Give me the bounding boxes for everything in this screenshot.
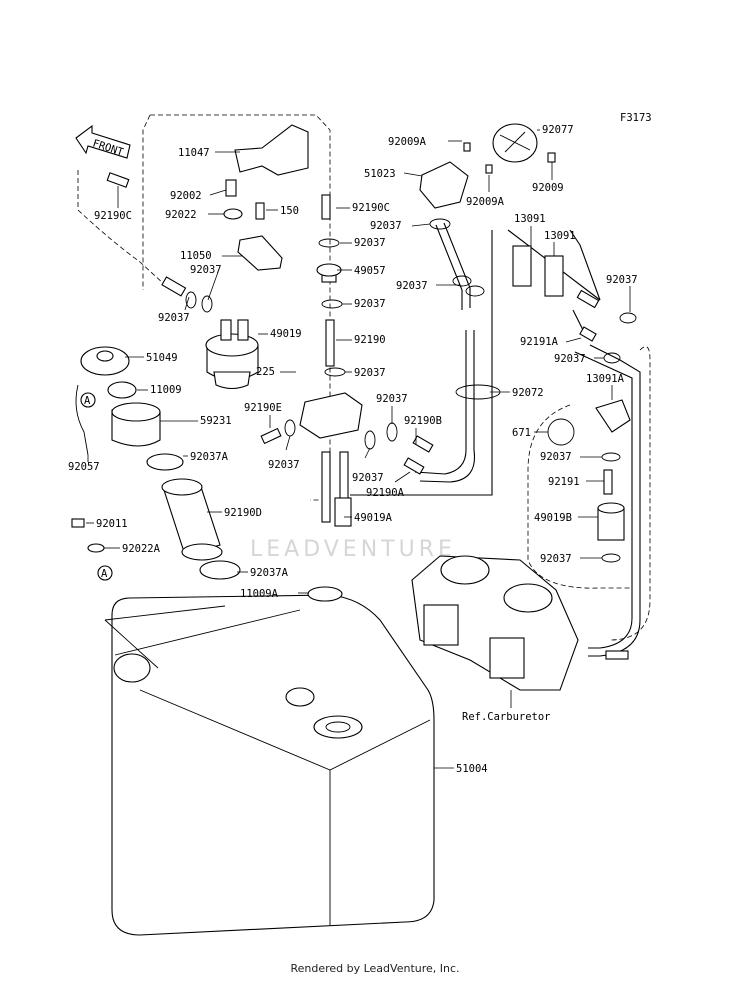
cable-assembly: [419, 123, 556, 209]
callout: 11009A: [240, 588, 279, 600]
callout: 49057: [354, 265, 386, 277]
callout: 92009A: [388, 136, 427, 148]
callout: 92057: [68, 461, 100, 473]
callout: 49019B: [534, 512, 572, 524]
callout: 92037: [376, 393, 408, 405]
front-arrow: FRONT: [75, 124, 131, 159]
callout: 51004: [456, 763, 488, 775]
hose-clamps: [512, 245, 631, 541]
small-hoses: [106, 172, 629, 660]
callout: 92190: [354, 334, 386, 346]
callout: 92190C: [352, 202, 390, 214]
callout-labels: 92190C 11047 92002 92022 150 11050 92037…: [68, 124, 638, 775]
callout: 92037: [370, 220, 402, 232]
callout: 11047: [178, 147, 210, 159]
callout: 92190B: [404, 415, 442, 427]
callout: 92037: [606, 274, 638, 286]
callout: 92009A: [466, 196, 505, 208]
callout: 92190A: [366, 487, 405, 499]
ref-mark-a-1: A: [84, 395, 91, 407]
callout: 92037: [190, 264, 222, 276]
callout: 92077: [542, 124, 574, 136]
callout: 92190C: [94, 210, 132, 222]
callout: 51049: [146, 352, 178, 364]
footer-credit: Rendered by LeadVenture, Inc.: [290, 962, 460, 975]
fuel-cock: [299, 263, 363, 602]
callout: 92037: [354, 237, 386, 249]
callout: 11009: [150, 384, 182, 396]
callout: 225: [256, 366, 275, 378]
callout: 92022: [165, 209, 197, 221]
callout: 92022A: [122, 543, 161, 555]
callout: 92191A: [520, 336, 559, 348]
callout: 92037: [354, 298, 386, 310]
callout: 92037: [540, 451, 572, 463]
callout: 49019A: [354, 512, 393, 524]
callout: 13091: [514, 213, 546, 225]
callout: 11050: [180, 250, 212, 262]
figure-code: F3173: [620, 112, 652, 124]
callout: 92037: [352, 472, 384, 484]
hardware-92011: [71, 518, 105, 553]
hose-routing: [350, 222, 641, 657]
watermark: LEADVENTURE: [250, 537, 456, 562]
callout: 92037: [554, 353, 586, 365]
callout: 92037: [540, 553, 572, 565]
callout: 92072: [512, 387, 544, 399]
callout: 92011: [96, 518, 128, 530]
bracket-11047: [223, 124, 309, 271]
callout: 150: [280, 205, 299, 217]
callout: 92037: [396, 280, 428, 292]
callout: 92037A: [190, 451, 229, 463]
callout: 59231: [200, 415, 232, 427]
reference-marks: A A: [80, 392, 113, 581]
callout: 92190D: [224, 507, 262, 519]
callout: 92190E: [244, 402, 282, 414]
callout: 92037A: [250, 567, 289, 579]
callout: 92002: [170, 190, 202, 202]
callout: 92037: [158, 312, 190, 324]
callout: 49019: [270, 328, 302, 340]
fuel-filter: [205, 319, 259, 390]
callout: 51023: [364, 168, 396, 180]
callout: 92037: [354, 367, 386, 379]
callout: 13091A: [586, 373, 625, 385]
leader-lines: [86, 129, 631, 769]
callout: 92191: [548, 476, 580, 488]
fuel-tank: [104, 594, 435, 936]
callout: Ref.Carburetor: [462, 711, 551, 723]
carburetor: [411, 555, 579, 691]
callout: 671: [512, 427, 531, 439]
callout: 92037: [268, 459, 300, 471]
ref-mark-a-2: A: [101, 568, 108, 580]
callout: 13091: [544, 230, 576, 242]
filler-assembly: [75, 346, 241, 580]
callout: 92009: [532, 182, 564, 194]
